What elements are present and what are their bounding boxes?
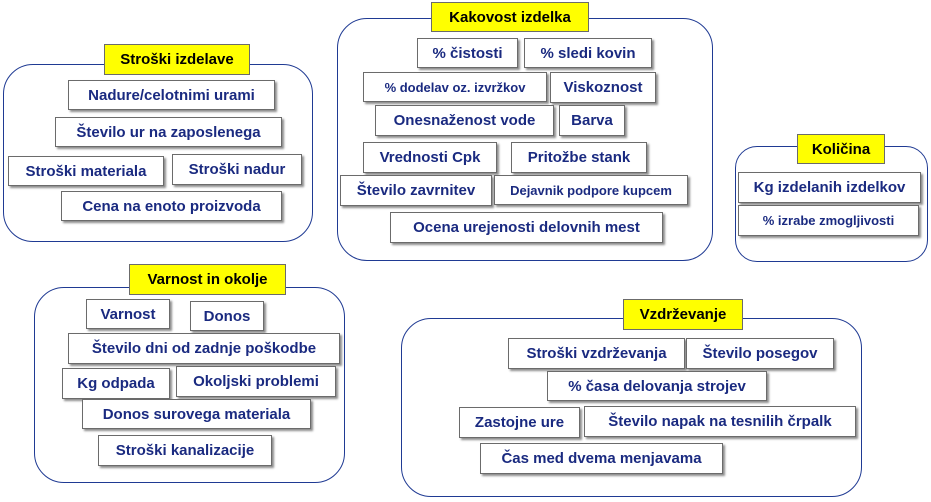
metric-stevilo-zavrnitev: Število zavrnitev: [340, 175, 492, 206]
metric-cas-delovanja-strojev: % časa delovanja strojev: [547, 371, 767, 401]
group-title-varnost-in-okolje: Varnost in okolje: [129, 264, 286, 295]
metric-kg-izdelanih-izdelkov: Kg izdelanih izdelkov: [738, 172, 921, 203]
metric-stevilo-ur-na-zaposlenega: Število ur na zaposlenega: [55, 117, 282, 147]
metric-donos-surovega-materiala: Donos surovega materiala: [82, 399, 311, 429]
metric-vrednosti-cpk: Vrednosti Cpk: [363, 142, 497, 173]
group-title-kakovost-izdelka: Kakovost izdelka: [431, 2, 589, 32]
metric-onesnazenost-vode: Onesnaženost vode: [375, 105, 554, 136]
metric-nadure-celotnimi-urami: Nadure/celotnimi urami: [68, 80, 275, 110]
metric-sledi-kovin: % sledi kovin: [524, 38, 652, 68]
metric-okoljski-problemi: Okoljski problemi: [176, 366, 336, 397]
group-title-vzdrzevanje: Vzdrževanje: [623, 299, 743, 330]
group-title-stroski-izdelave: Stroški izdelave: [104, 44, 250, 75]
metric-izraba-zmogljivosti: % izrabe zmogljivosti: [738, 205, 919, 236]
metric-cistost: % čistosti: [417, 38, 518, 68]
metric-donos: Donos: [190, 301, 264, 331]
group-title-kolicina: Količina: [797, 134, 885, 164]
metric-varnost: Varnost: [86, 299, 170, 329]
metric-stroski-kanalizacije: Stroški kanalizacije: [98, 435, 272, 466]
metric-barva: Barva: [559, 105, 625, 136]
metric-stroski-nadur: Stroški nadur: [172, 154, 302, 185]
metric-viskoznost: Viskoznost: [550, 72, 656, 103]
group-kolicina: [735, 146, 928, 262]
metric-cas-med-dvema-menjavama: Čas med dvema menjavama: [480, 443, 723, 474]
metric-dodelave-izvrzki: % dodelav oz. izvržkov: [363, 72, 547, 102]
metric-cena-na-enoto-proizvoda: Cena na enoto proizvoda: [61, 191, 282, 221]
metric-stroski-vzdrzevanja: Stroški vzdrževanja: [508, 338, 685, 369]
metric-zastojne-ure: Zastojne ure: [459, 407, 580, 438]
metric-pritozbe-stank: Pritožbe stank: [511, 142, 647, 173]
metric-ocena-urejenosti-delovnih-mest: Ocena urejenosti delovnih mest: [390, 212, 663, 243]
metric-stevilo-napak-na-tesnilih-crpalk: Število napak na tesnilih črpalk: [584, 406, 856, 437]
metric-stroski-materiala: Stroški materiala: [8, 156, 164, 186]
metric-dejavnik-podpore-kupcem: Dejavnik podpore kupcem: [494, 175, 688, 205]
metric-stevilo-posegov: Število posegov: [686, 338, 834, 369]
metric-stevilo-dni-od-zadnje-poskodbe: Število dni od zadnje poškodbe: [68, 333, 340, 364]
metric-kg-odpada: Kg odpada: [62, 368, 170, 399]
